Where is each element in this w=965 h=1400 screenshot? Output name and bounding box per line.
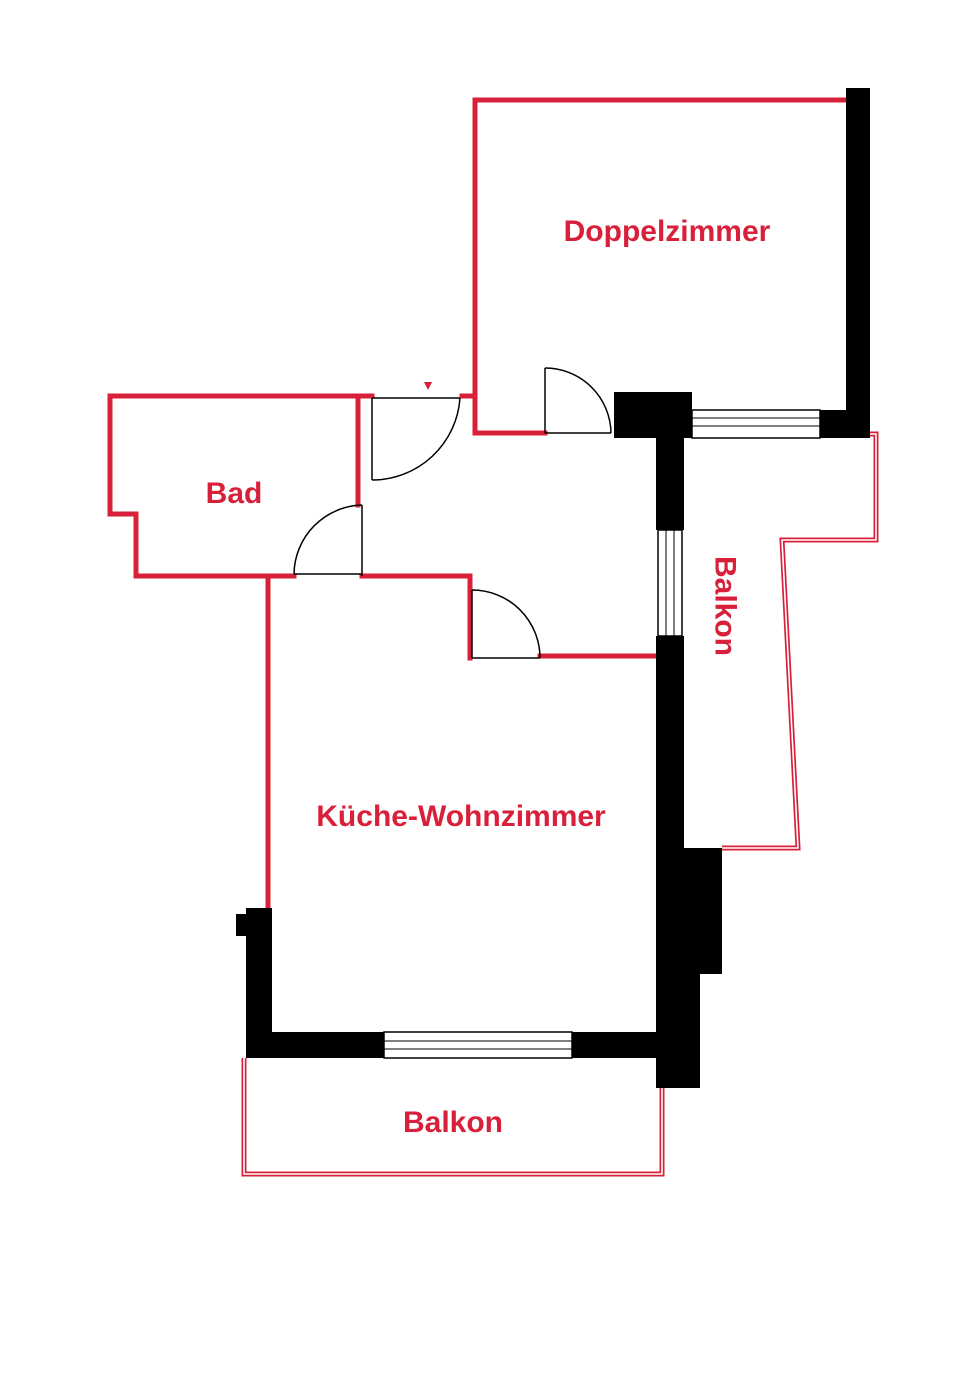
label-balkon-side: Balkon — [709, 556, 742, 656]
label-bad: Bad — [206, 477, 263, 510]
entrance-marker — [424, 382, 432, 390]
label-balkon-bottom: Balkon — [403, 1106, 503, 1139]
exterior-walls — [236, 88, 870, 1088]
door-doppelzimmer — [544, 367, 612, 434]
label-doppelzimmer: Doppelzimmer — [564, 215, 771, 248]
label-kueche-wohnzimmer: Küche-Wohnzimmer — [316, 800, 606, 833]
door-entrance — [371, 397, 461, 481]
interior-walls — [107, 97, 849, 911]
window-kueche — [383, 1031, 573, 1059]
door-bad — [293, 504, 363, 576]
balcony-bottom-outline — [241, 1058, 665, 1177]
window-hall — [657, 529, 683, 637]
door-kueche — [471, 589, 541, 659]
window-doppelzimmer — [691, 409, 821, 439]
